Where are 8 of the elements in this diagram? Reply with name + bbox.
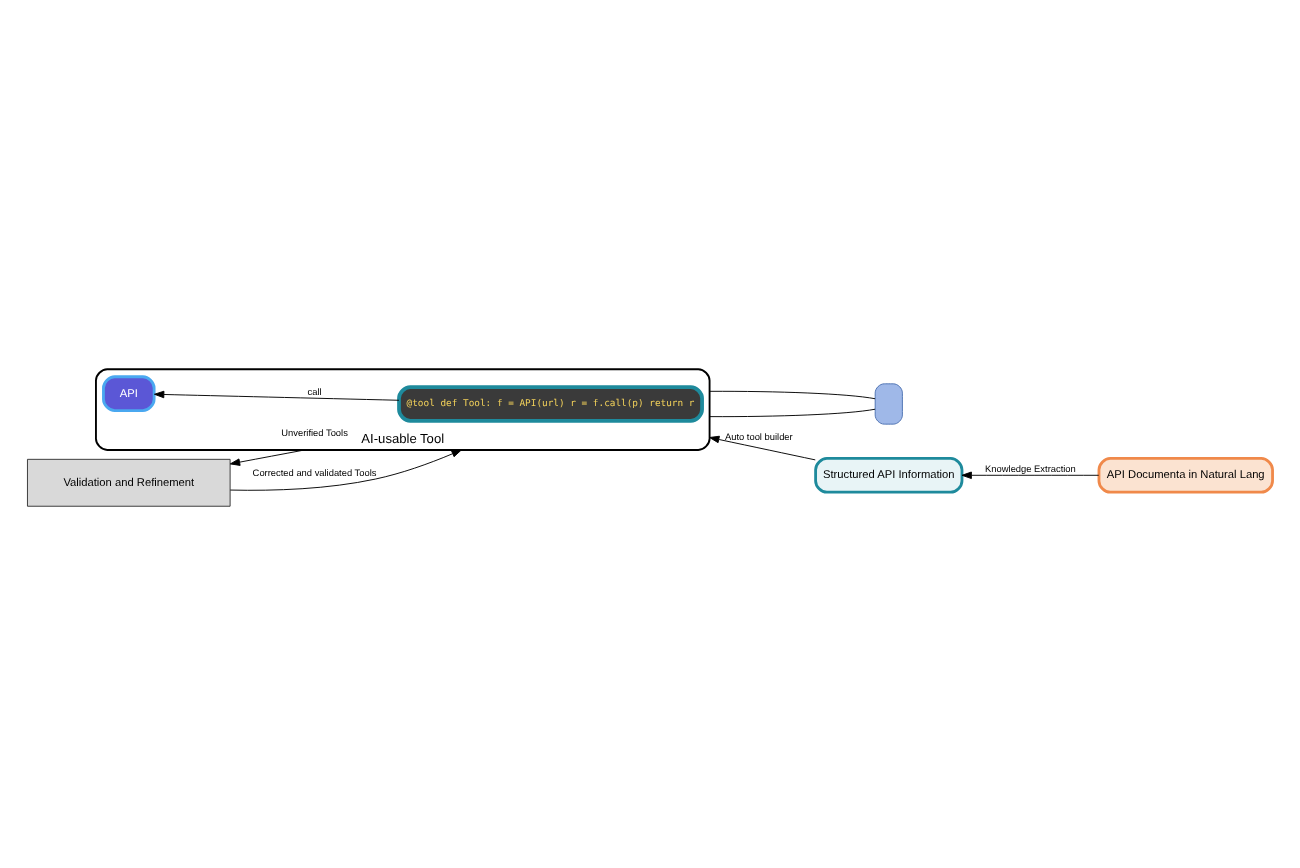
arrow <box>961 471 1100 480</box>
node-box <box>874 383 903 425</box>
connector <box>709 390 876 400</box>
arrow <box>229 449 306 466</box>
connector <box>709 408 876 418</box>
arrow <box>229 449 462 491</box>
arrow <box>709 435 816 461</box>
arrow <box>154 390 400 401</box>
